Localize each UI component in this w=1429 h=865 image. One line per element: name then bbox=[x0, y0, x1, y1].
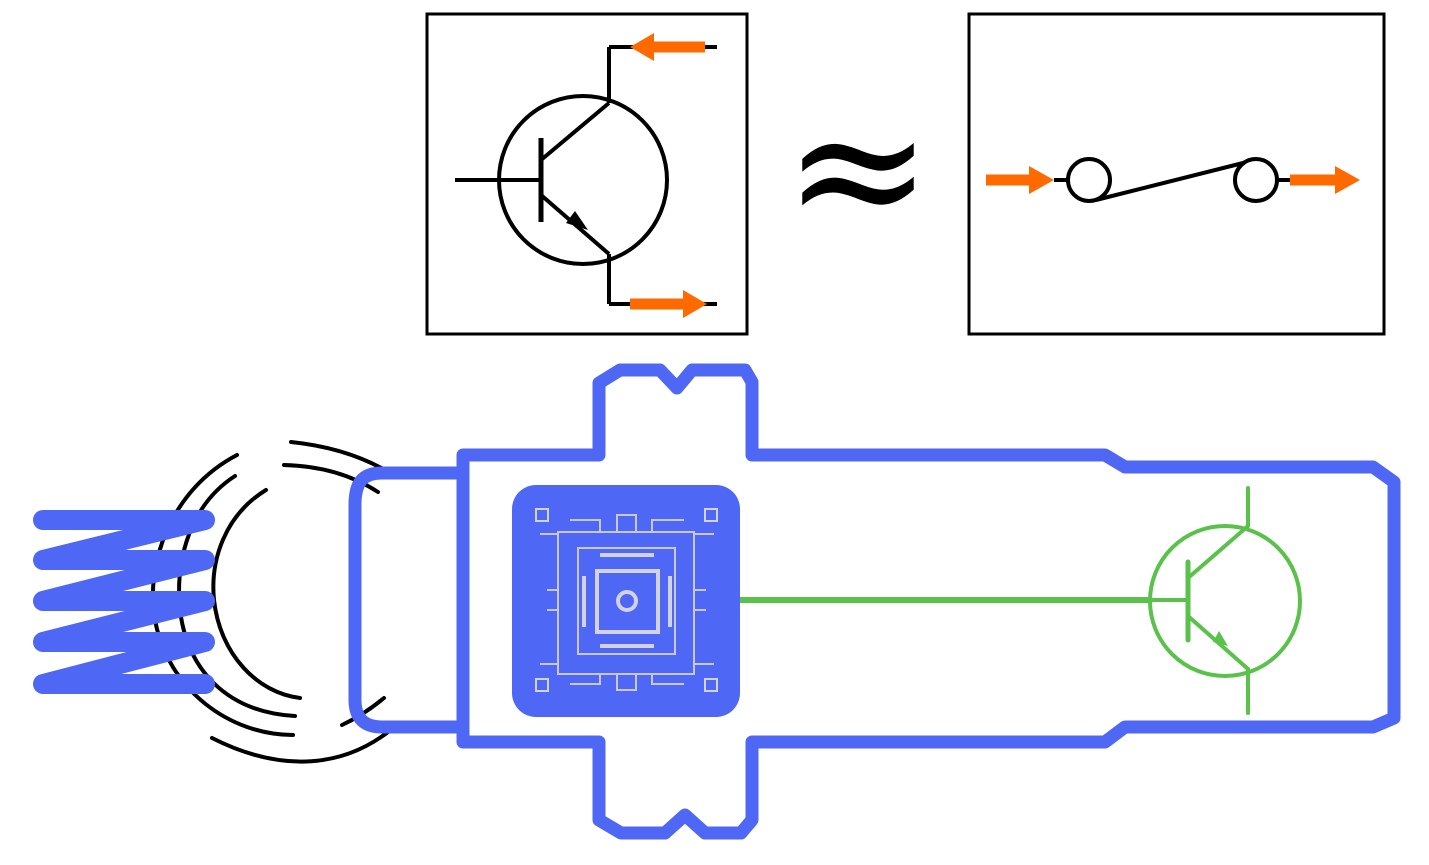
device-housing bbox=[348, 363, 1401, 840]
collector-input-arrow-icon bbox=[630, 33, 705, 61]
coil-spring-icon bbox=[33, 510, 215, 694]
green-npn-transistor-icon bbox=[1148, 486, 1302, 715]
switch-input-arrow-icon bbox=[986, 166, 1054, 194]
transistor-equivalence-box bbox=[425, 12, 749, 336]
emitter-output-arrow-icon bbox=[630, 290, 707, 318]
approximately-equal-symbol: ≈ bbox=[783, 65, 932, 272]
chip-icon bbox=[512, 485, 740, 717]
device-illustration bbox=[33, 363, 1401, 840]
switch-equivalence-box bbox=[967, 12, 1386, 336]
switch-output-arrow-icon bbox=[1290, 166, 1360, 194]
transistor-box-frame bbox=[425, 12, 749, 336]
switch-icon bbox=[1054, 157, 1290, 203]
